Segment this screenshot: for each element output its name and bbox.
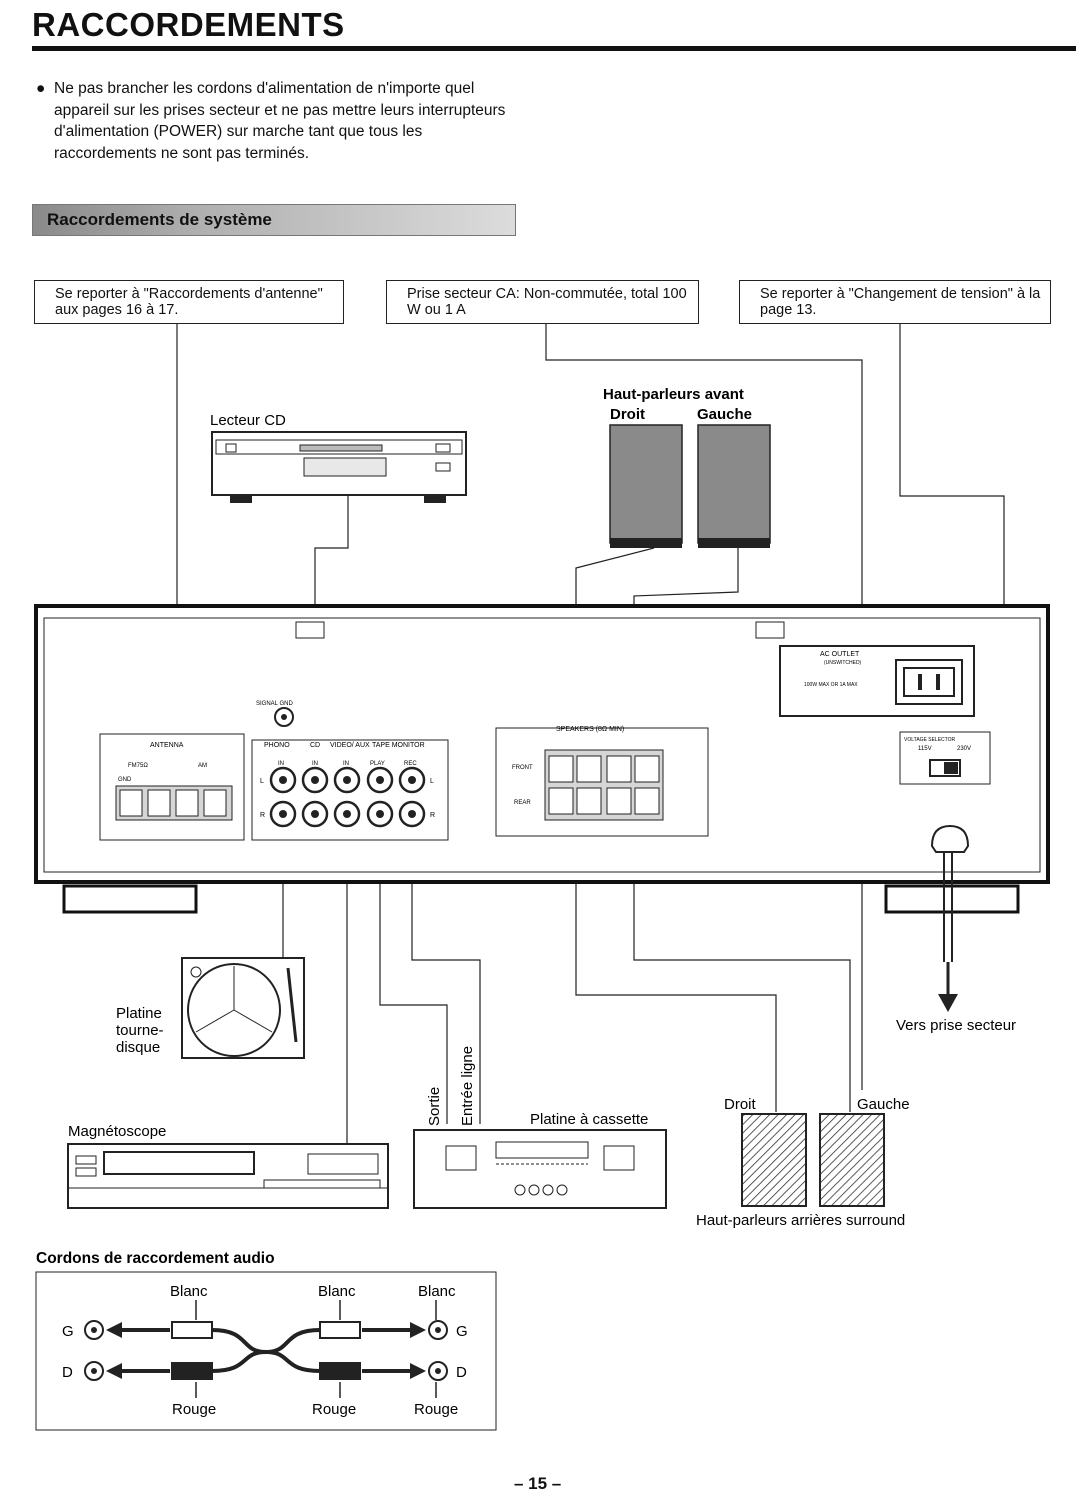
turntable — [181, 957, 305, 1059]
phono-in-label: IN — [278, 761, 284, 767]
right-g-label: G — [456, 1323, 468, 1340]
jack-left-label: L — [260, 778, 264, 785]
rear-terminal-label: REAR — [514, 800, 531, 806]
bullet-icon: ● — [36, 80, 46, 97]
speakers-label: SPEAKERS (8Ω MIN) — [556, 726, 624, 733]
page-number: – 15 – — [514, 1474, 562, 1493]
mains-label: Vers prise secteur — [896, 1017, 1016, 1034]
signal-gnd-label: SIGNAL GND — [256, 701, 293, 707]
front-terminal-label: FRONT — [512, 765, 533, 771]
title-rule — [32, 46, 1076, 51]
white-label-2: Blanc — [318, 1283, 356, 1300]
cd-player — [211, 431, 467, 503]
note-ac-outlet: Prise secteur CA: Non-commutée, total 10… — [386, 280, 699, 324]
cassette-out-label: Sortie — [426, 1087, 443, 1126]
red-label-2: Rouge — [312, 1401, 356, 1418]
phono-label: PHONO — [264, 742, 290, 749]
voltage-selector-label: VOLTAGE SELECTOR — [904, 737, 956, 743]
red-label-1: Rouge — [172, 1401, 216, 1418]
front-speakers-label: Haut-parleurs avant — [603, 386, 744, 403]
audio-cable-drawing — [84, 1300, 448, 1398]
vcr-label: Magnétoscope — [68, 1123, 166, 1140]
rear-left-label: Gauche — [857, 1096, 910, 1113]
mains-cable — [938, 852, 958, 1012]
v115-label: 115V — [918, 746, 932, 752]
jack-right-label-2: R — [430, 812, 435, 819]
section-banner: Raccordements de système — [32, 204, 516, 236]
fm-label: FM75Ω — [128, 763, 148, 769]
am-label: AM — [198, 763, 207, 769]
left-g-label: G — [62, 1323, 74, 1340]
note-antenna: Se reporter à "Raccordements d'antenne" … — [34, 280, 344, 324]
cd-in-label: IN — [312, 761, 318, 767]
red-label-3: Rouge — [414, 1401, 458, 1418]
v230-label: 230V — [957, 746, 971, 752]
turntable-label-2: tourne- — [116, 1022, 164, 1039]
white-label-3: Blanc — [418, 1283, 456, 1300]
video-aux-label: VIDEO/ AUX — [330, 742, 370, 749]
rec-label: REC — [404, 761, 417, 767]
jack-right-label: R — [260, 812, 265, 819]
jack-left-label-2: L — [430, 778, 434, 785]
white-label-1: Blanc — [170, 1283, 208, 1300]
right-d-label: D — [456, 1364, 467, 1381]
left-d-label: D — [62, 1364, 73, 1381]
turntable-label-1: Platine — [116, 1005, 162, 1022]
unswitched-label: (UNSWITCHED) — [824, 660, 862, 666]
cassette-in-label: Entrée ligne — [459, 1046, 476, 1126]
cd-label: CD — [310, 742, 320, 749]
note-voltage: Se reporter à "Changement de tension" à … — [739, 280, 1051, 324]
front-right-label: Droit — [610, 406, 645, 423]
turntable-label-3: disque — [116, 1039, 160, 1056]
front-speakers — [609, 424, 771, 548]
video-in-label: IN — [343, 761, 349, 767]
rear-right-label: Droit — [724, 1096, 757, 1113]
rear-speakers — [741, 1113, 885, 1207]
cassette-label: Platine à cassette — [530, 1111, 648, 1128]
play-label: PLAY — [370, 761, 385, 767]
rear-speakers-label: Haut-parleurs arrières surround — [696, 1212, 905, 1229]
page-title: RACCORDEMENTS — [32, 6, 345, 43]
cassette-deck — [413, 1129, 667, 1209]
cables-heading: Cordons de raccordement audio — [36, 1250, 275, 1267]
receiver: SIGNAL GND ANTENNA FM75Ω AM GND PHONO CD… — [34, 604, 1050, 914]
tape-monitor-label: TAPE MONITOR — [372, 742, 425, 749]
warning-paragraph: ● Ne pas brancher les cordons d'alimenta… — [36, 78, 516, 164]
ac-outlet-label: AC OUTLET — [820, 651, 860, 658]
warning-text: Ne pas brancher les cordons d'alimentati… — [54, 80, 506, 162]
antenna-label: ANTENNA — [150, 742, 184, 749]
vcr — [67, 1143, 389, 1209]
front-left-label: Gauche — [697, 406, 752, 423]
gnd-label: GND — [118, 777, 132, 783]
section-title: Raccordements de système — [47, 210, 272, 229]
ac-rating-label: 100W MAX OR 1A MAX — [804, 682, 858, 688]
cd-player-label: Lecteur CD — [210, 412, 286, 429]
